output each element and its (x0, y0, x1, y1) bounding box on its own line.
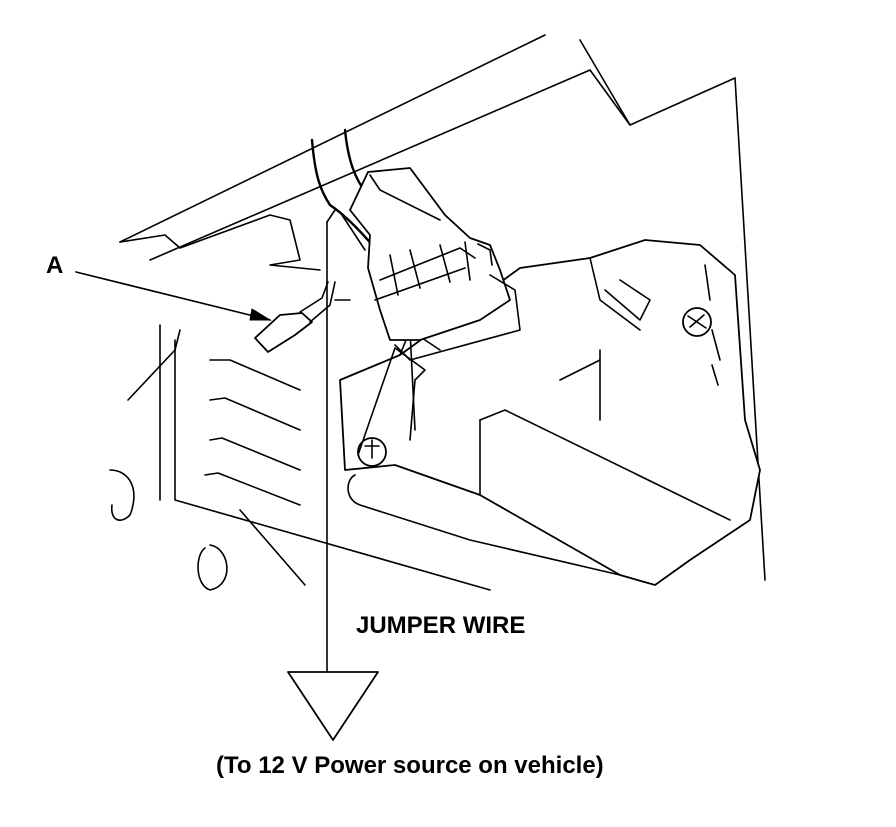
jumper-wire-label: JUMPER WIRE (356, 612, 526, 639)
lock-lever (357, 347, 426, 456)
harness-connector (349, 167, 521, 361)
jumper-wire (326, 209, 336, 673)
vehicle-body-outline (109, 34, 766, 591)
callout-a-leader (75, 271, 272, 321)
power-source-symbol (287, 671, 379, 741)
power-source-label: (To 12 V Power source on vehicle) (216, 752, 604, 779)
callout-label-a: A (46, 252, 64, 279)
bolt-icon (357, 437, 387, 467)
housing-fins (204, 359, 301, 506)
bolt-icon (682, 307, 712, 337)
back-probe-pin (254, 281, 336, 353)
